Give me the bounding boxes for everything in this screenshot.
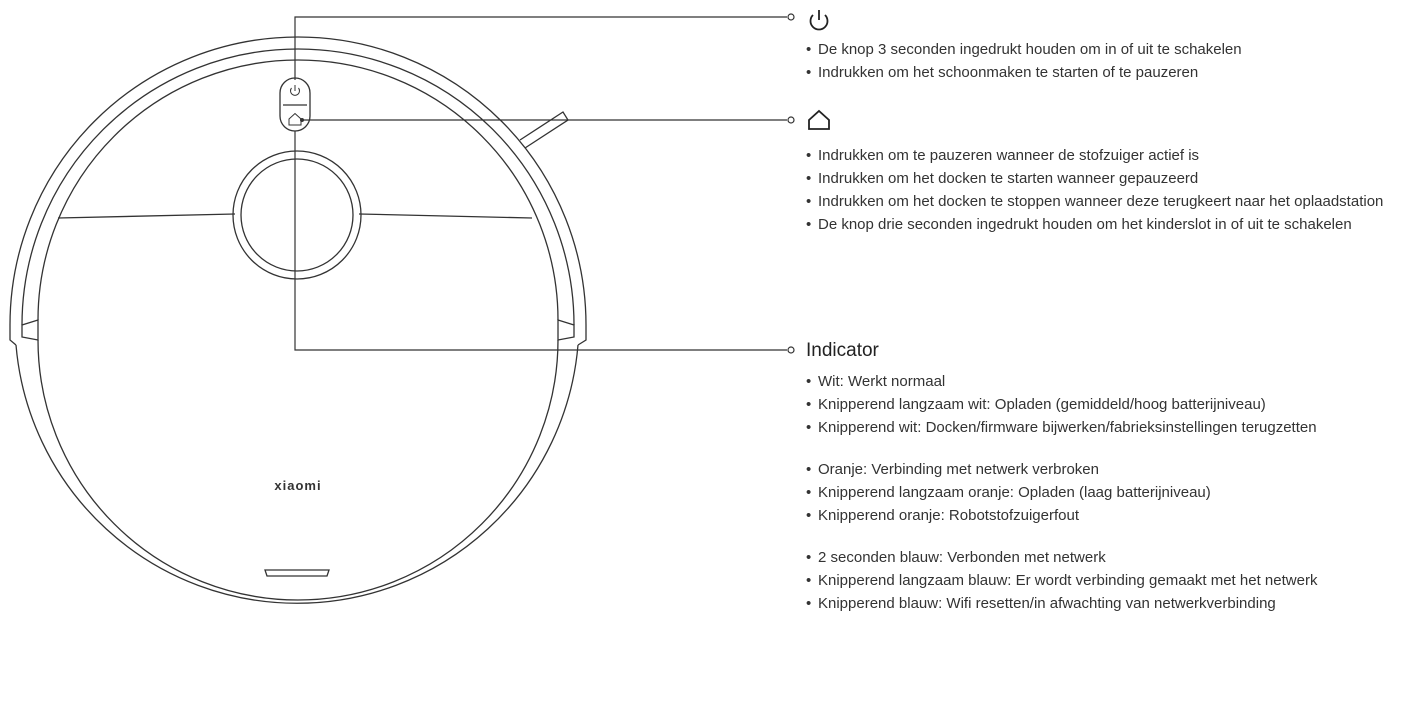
bullet: Knipperend oranje: Robotstofzuigerfout: [806, 504, 1396, 527]
power-icon: [809, 10, 829, 31]
bullet: Indrukken om het schoonmaken te starten …: [806, 61, 1396, 84]
bullet: 2 seconden blauw: Verbonden met netwerk: [806, 546, 1396, 569]
indicator-bullets: Wit: Werkt normaal Knipperend langzaam w…: [806, 370, 1396, 615]
leader-lines: [294, 13, 795, 354]
bullet: De knop drie seconden ingedrukt houden o…: [806, 213, 1396, 236]
robot-power-button-icon: [290, 85, 300, 96]
bullet: Knipperend langzaam blauw: Er wordt verb…: [806, 569, 1396, 592]
bullet: Knipperend langzaam wit: Opladen (gemidd…: [806, 393, 1396, 416]
robot-home-button-icon: [288, 112, 302, 126]
brand-logo: xiaomi: [274, 478, 322, 493]
bullet: De knop 3 seconden ingedrukt houden om i…: [806, 38, 1396, 61]
indicator-heading: Indicator: [806, 340, 879, 361]
bullet: Indrukken om te pauzeren wanneer de stof…: [806, 144, 1396, 167]
robot-body: [9, 36, 587, 604]
bullet: Knipperend blauw: Wifi resetten/in afwac…: [806, 592, 1396, 615]
bullet: Indrukken om het docken te stoppen wanne…: [806, 190, 1396, 213]
home-button-bullets: Indrukken om te pauzeren wanneer de stof…: [806, 144, 1396, 236]
home-icon: [808, 109, 830, 130]
power-button-bullets: De knop 3 seconden ingedrukt houden om i…: [806, 38, 1396, 84]
bullet: Knipperend langzaam oranje: Opladen (laa…: [806, 481, 1396, 504]
bullet: Knipperend wit: Docken/firmware bijwerke…: [806, 416, 1396, 439]
bullet: Oranje: Verbinding met netwerk verbroken: [806, 458, 1396, 481]
bullet: Wit: Werkt normaal: [806, 370, 1396, 393]
bullet: Indrukken om het docken te starten wanne…: [806, 167, 1396, 190]
side-brush-arm: [519, 111, 569, 149]
lds-sensor: [232, 150, 362, 280]
